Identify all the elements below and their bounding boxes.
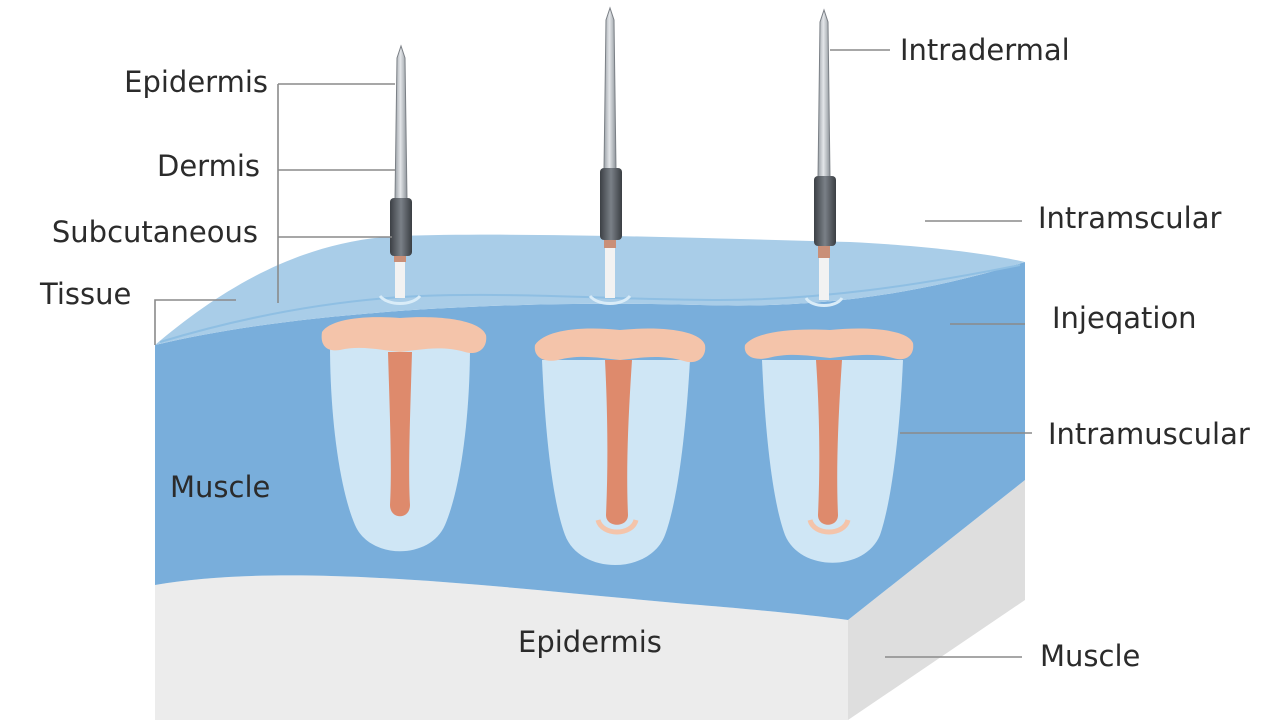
base-front-face xyxy=(155,575,848,720)
follicle-3-root xyxy=(816,360,842,525)
needle-1-tip xyxy=(394,256,406,262)
follicle-1-cap xyxy=(321,317,487,354)
needle-1-hub xyxy=(390,198,412,256)
needle-2 xyxy=(588,6,632,305)
leader-tissue xyxy=(154,299,236,345)
follicle-3-bulb xyxy=(807,518,851,535)
follicle-3 xyxy=(744,328,914,563)
needle-2-puncture xyxy=(588,294,632,305)
follicle-2-cap xyxy=(534,328,706,363)
follicle-1 xyxy=(321,317,487,552)
needle-3-puncture xyxy=(804,297,844,307)
label-epidermis-left: Epidermis xyxy=(124,65,268,99)
label-intramscular: Intramscular xyxy=(1038,201,1222,235)
needle-1-shaft xyxy=(394,44,408,201)
needle-2-insert xyxy=(605,248,615,298)
skin-fold-line xyxy=(159,264,1021,343)
follicle-1-root xyxy=(388,352,412,517)
follicle-2-bulb xyxy=(595,518,639,535)
label-intramuscular: Intramuscular xyxy=(1048,417,1250,451)
label-injeqation: Injeqation xyxy=(1052,301,1197,335)
needle-3-hub xyxy=(814,176,836,246)
label-tissue: Tissue xyxy=(39,277,131,311)
label-epidermis-bottom: Epidermis xyxy=(518,625,662,659)
label-intradermal: Intradermal xyxy=(900,33,1070,67)
needle-1 xyxy=(378,44,422,305)
skin-top-surface xyxy=(155,234,1025,345)
right-leader-lines xyxy=(830,49,1032,658)
needle-3-shaft xyxy=(817,8,831,179)
needle-3-insert xyxy=(819,258,829,300)
follicle-3-cap xyxy=(744,328,914,360)
needle-1-puncture xyxy=(378,294,422,305)
label-muscle-right: Muscle xyxy=(1040,639,1140,673)
follicle-2-root xyxy=(605,360,632,525)
label-subcutaneous: Subcutaneous xyxy=(52,215,258,249)
label-muscle-left: Muscle xyxy=(170,470,270,504)
needle-3-tip xyxy=(818,246,830,258)
left-leader-lines xyxy=(154,83,395,345)
skin-layer xyxy=(155,234,1025,345)
needle-3 xyxy=(804,8,844,307)
base-side-face xyxy=(848,480,1025,720)
needle-2-shaft xyxy=(603,6,617,171)
needle-1-insert xyxy=(395,262,405,298)
base-layer xyxy=(155,480,1025,720)
needle-2-tip xyxy=(604,240,616,248)
follicle-2 xyxy=(534,328,706,565)
label-dermis: Dermis xyxy=(157,149,260,183)
needle-2-hub xyxy=(600,168,622,240)
